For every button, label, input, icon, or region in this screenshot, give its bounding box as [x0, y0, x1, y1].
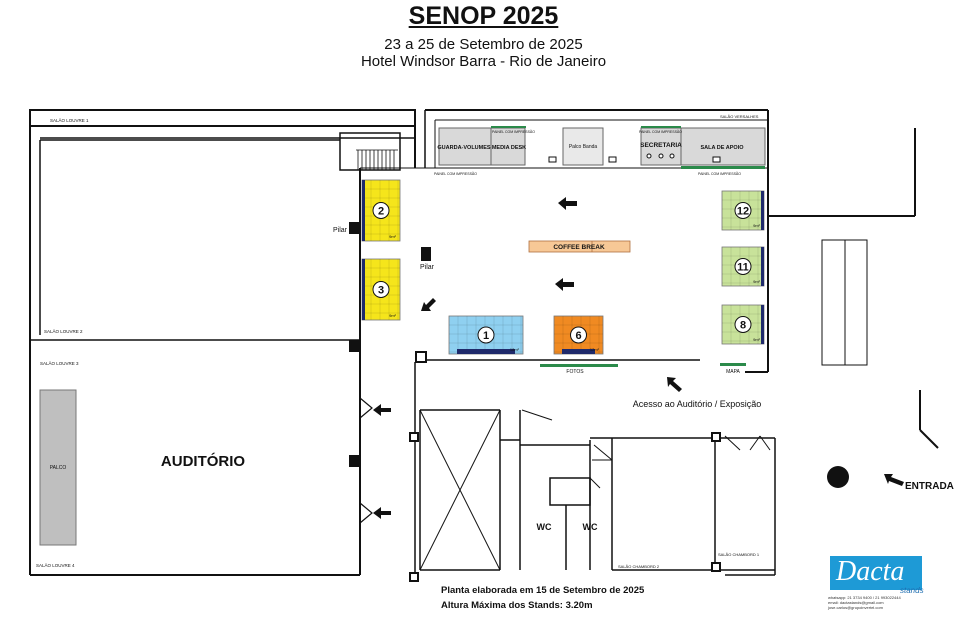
stand-area: 9m² — [389, 234, 397, 239]
wc-label: WC — [583, 522, 598, 532]
stand-wall — [761, 305, 764, 344]
dacta-logo: Dacta — [830, 556, 922, 590]
stand-wall — [362, 259, 365, 320]
contact-email-2: jose.carlos@grupoinvertel.com — [828, 605, 883, 610]
stands: 2 9m² 3 9m² 1 18m² 6 12m² 12 9m² 11 9m² 8 9m² — [361, 179, 765, 355]
media-desk-label: MEDIA DESK — [492, 145, 526, 151]
painel-label: PAINEL COM IMPRESSÃO — [639, 129, 682, 134]
column — [711, 562, 721, 572]
stand-area: 12m² — [590, 347, 600, 352]
louvre-rooms — [29, 109, 416, 576]
palco-label: PALCO — [50, 465, 67, 471]
auditorio-label: AUDITÓRIO — [161, 452, 245, 470]
stand-number-badge — [734, 202, 752, 219]
stand-3: 3 9m² — [361, 258, 401, 321]
stand-wall — [562, 349, 595, 354]
arrow-entrada-icon — [884, 474, 904, 486]
pillar — [349, 455, 359, 467]
stand-number: 6 — [575, 330, 581, 342]
event-venue: Hotel Windsor Barra - Rio de Janeiro — [360, 53, 607, 70]
stand-1: 1 18m² — [448, 315, 524, 355]
column — [409, 432, 419, 442]
stand-6: 6 12m² — [553, 315, 604, 355]
coffee-break-table — [528, 240, 631, 253]
stand-12: 12 9m² — [721, 190, 765, 231]
salao-versalhes-label: SALÃO VERSALHES — [720, 114, 759, 119]
pillar — [349, 222, 359, 234]
salao-louvre-4-label: SALÃO LOUVRE 4 — [36, 562, 75, 568]
palco-banda-label: Palco Banda — [569, 144, 598, 150]
sala-de-apoio-label: SALA DE APOIO — [701, 145, 745, 151]
contact-email: email: dactastands@gmail.com — [828, 600, 884, 605]
pilar-label: Pilar — [333, 227, 348, 234]
pillar — [421, 247, 431, 261]
event-dates: 23 a 25 de Setembro de 2025 — [384, 36, 583, 53]
painel-label: PAINEL COM IMPRESSÃO — [434, 171, 477, 176]
stand-number-badge — [372, 202, 390, 219]
guarda-volumes-label: GUARDA-VOLUMES — [437, 145, 490, 151]
stand-number: 12 — [737, 206, 749, 218]
dacta-tagline: stands — [900, 586, 924, 595]
entrada-label: ENTRADA — [905, 481, 954, 492]
stand-area: 9m² — [753, 337, 761, 342]
stand-number-badge — [372, 281, 390, 298]
coffee-break-label: COFFEE BREAK — [553, 244, 605, 251]
stand-area: 9m² — [753, 279, 761, 284]
salao-louvre-2-label: SALÃO LOUVRE 2 — [44, 328, 83, 334]
lower-service-area — [414, 362, 776, 580]
secretaria-label: SECRETARIA — [640, 142, 682, 149]
page-title: SENOP 2025 — [408, 2, 559, 30]
contact-phone: whatsapp: 21 3734 9400 / 21 993022444 — [828, 595, 901, 600]
stand-number-badge — [734, 258, 752, 275]
service-counters — [438, 127, 766, 166]
arrow-up-left-icon — [667, 377, 682, 392]
auditorium-doors — [359, 397, 373, 524]
column-round — [827, 466, 849, 488]
stand-number-badge — [570, 326, 587, 344]
stand-area: 9m² — [389, 313, 397, 318]
stand-number: 1 — [483, 330, 489, 342]
wc-label: WC — [537, 522, 552, 532]
fotos-label: FOTOS — [566, 369, 584, 375]
stand-number-badge — [734, 316, 752, 333]
stand-number: 3 — [378, 285, 384, 297]
pillar — [349, 340, 359, 352]
panels — [491, 126, 765, 367]
stand-area: 18m² — [510, 347, 520, 352]
stand-8: 8 9m² — [721, 304, 765, 345]
exhibition-hall-walls — [360, 109, 939, 449]
footer-date: Planta elaborada em 15 de Setembro de 20… — [441, 585, 645, 596]
door-arrow-icon — [373, 404, 391, 519]
painel-label: PAINEL COM IMPRESSÃO — [492, 129, 535, 134]
salao-louvre-3-label: SALÃO LOUVRE 3 — [40, 360, 79, 366]
column — [711, 432, 721, 442]
footer-height: Altura Máxima dos Stands: 3.20m — [441, 600, 593, 611]
stand-2: 2 9m² — [361, 179, 401, 242]
arrow-down-left-icon — [421, 298, 436, 311]
stand-wall — [457, 349, 515, 354]
pilar-label: Pilar — [420, 264, 435, 271]
stand-wall — [761, 247, 764, 286]
stand-number: 11 — [737, 262, 749, 274]
acesso-label: Acesso ao Auditório / Exposição — [633, 399, 762, 409]
painel-label: PAINEL COM IMPRESSÃO — [698, 171, 741, 176]
stand-11: 11 9m² — [721, 246, 765, 287]
salao-chambord-1-label: SALÃO CHAMBORD 1 — [718, 552, 760, 557]
stand-number: 2 — [378, 206, 384, 218]
stand-number-badge — [477, 326, 495, 344]
stand-number: 8 — [740, 320, 746, 332]
column — [415, 351, 427, 363]
column — [409, 572, 419, 582]
arrow-left-icon — [555, 197, 577, 291]
stand-area: 9m² — [753, 223, 761, 228]
salao-chambord-2-label: SALÃO CHAMBORD 2 — [618, 564, 660, 569]
stand-wall — [761, 191, 764, 230]
salao-louvre-1-label: SALÃO LOUVRE 1 — [50, 117, 89, 123]
small-boxes — [548, 153, 721, 163]
mapa-label: MAPA — [726, 369, 740, 375]
stand-wall — [362, 180, 365, 241]
